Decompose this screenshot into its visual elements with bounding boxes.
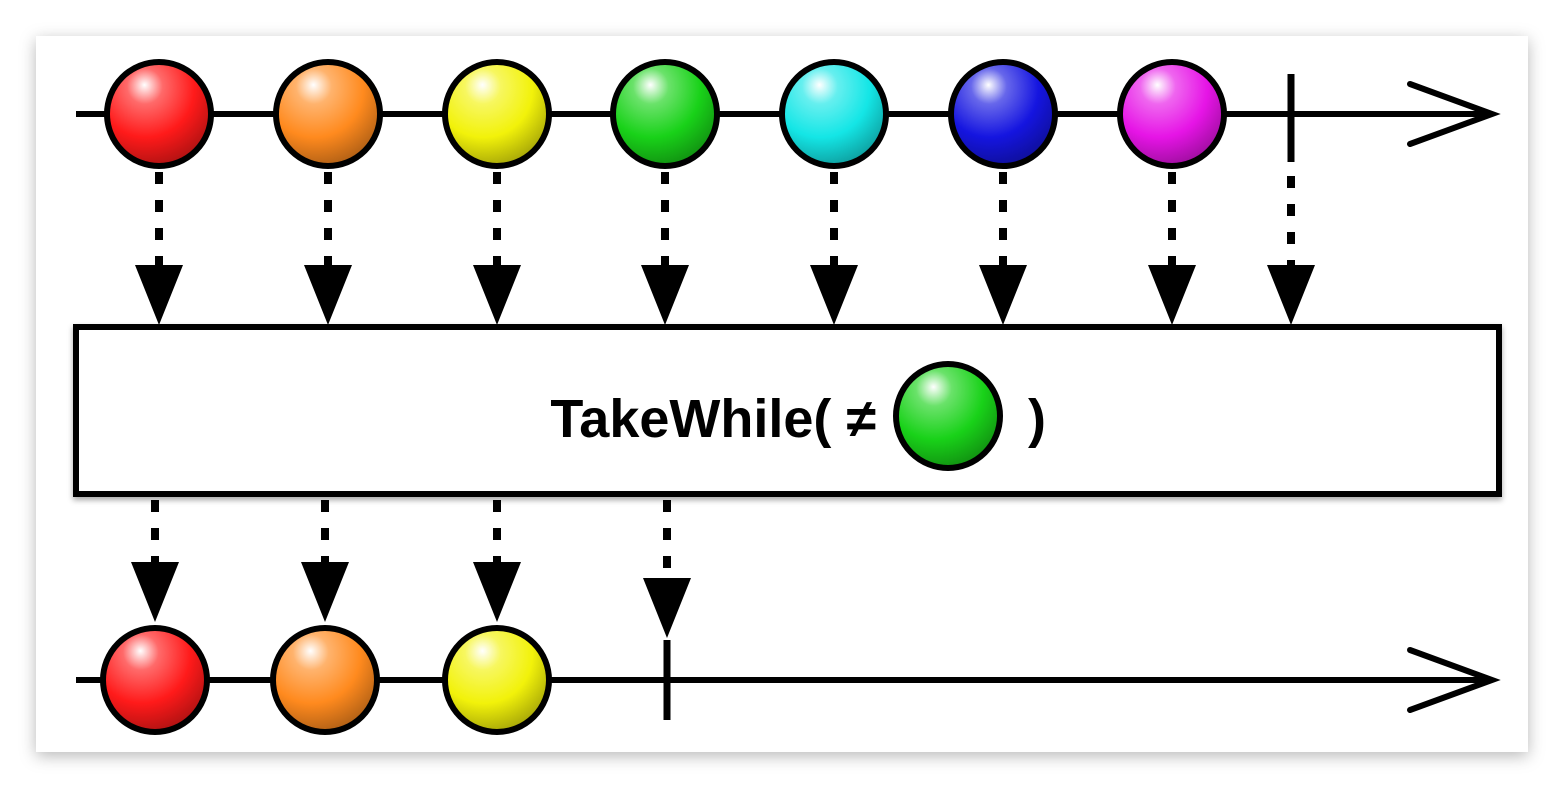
source-marble-yellow-ball bbox=[442, 59, 552, 169]
result-arrow-complete bbox=[643, 500, 691, 638]
result-arrow-orange-head-icon bbox=[301, 562, 349, 622]
source-arrow-magenta-head-icon bbox=[1148, 265, 1196, 325]
source-marble-red-ball bbox=[104, 59, 214, 169]
source-arrow-green-head-icon bbox=[641, 265, 689, 325]
result-arrow-yellow-head-icon bbox=[473, 562, 521, 622]
operator-box bbox=[73, 324, 1502, 497]
result-arrows bbox=[131, 500, 691, 638]
source-timeline bbox=[76, 59, 1501, 169]
source-arrow-red bbox=[135, 172, 183, 325]
source-arrow-orange-head-icon bbox=[304, 265, 352, 325]
result-marble-yellow bbox=[442, 625, 552, 735]
source-arrow-yellow-head-icon bbox=[473, 265, 521, 325]
result-marble-orange bbox=[270, 625, 380, 735]
result-arrow-complete-head-icon bbox=[643, 578, 691, 638]
operator-label: TakeWhile( ≠ ) bbox=[550, 361, 1046, 471]
source-marble-cyan-ball bbox=[779, 59, 889, 169]
source-marble-orange bbox=[273, 59, 383, 169]
result-arrow-orange bbox=[301, 500, 349, 622]
result-marble-red-ball bbox=[100, 625, 210, 735]
source-arrow-yellow bbox=[473, 172, 521, 325]
operator-text-before: TakeWhile( ≠ bbox=[550, 389, 876, 449]
source-marble-red bbox=[104, 59, 214, 169]
source-arrow-cyan bbox=[810, 172, 858, 325]
source-arrow-orange bbox=[304, 172, 352, 325]
result-marble-orange-ball bbox=[270, 625, 380, 735]
result-marble-yellow-ball bbox=[442, 625, 552, 735]
source-marble-blue bbox=[948, 59, 1058, 169]
result-arrow-red bbox=[131, 500, 179, 622]
result-timeline bbox=[76, 625, 1501, 735]
source-arrow-green bbox=[641, 172, 689, 325]
timeline-arrow-icon bbox=[1407, 647, 1501, 713]
timeline-arrow-icon bbox=[1407, 81, 1501, 147]
source-marble-cyan bbox=[779, 59, 889, 169]
source-marble-magenta bbox=[1117, 59, 1227, 169]
predicate-marble-green bbox=[893, 361, 1003, 471]
source-arrow-red-head-icon bbox=[135, 265, 183, 325]
source-marble-blue-ball bbox=[948, 59, 1058, 169]
source-arrow-cyan-head-icon bbox=[810, 265, 858, 325]
result-marble-red bbox=[100, 625, 210, 735]
source-arrow-complete bbox=[1267, 176, 1315, 325]
source-marble-green bbox=[610, 59, 720, 169]
result-arrow-yellow bbox=[473, 500, 521, 622]
predicate-marble-green-ball bbox=[893, 361, 1003, 471]
source-arrows bbox=[135, 172, 1315, 325]
source-marble-green-ball bbox=[610, 59, 720, 169]
result-arrow-red-head-icon bbox=[131, 562, 179, 622]
source-arrow-blue-head-icon bbox=[979, 265, 1027, 325]
source-marble-orange-ball bbox=[273, 59, 383, 169]
source-arrow-complete-head-icon bbox=[1267, 265, 1315, 325]
source-marble-yellow bbox=[442, 59, 552, 169]
source-arrow-blue bbox=[979, 172, 1027, 325]
source-arrow-magenta bbox=[1148, 172, 1196, 325]
operator-text-after: ) bbox=[1028, 389, 1046, 449]
predicate-marble bbox=[893, 361, 1003, 471]
source-marble-magenta-ball bbox=[1117, 59, 1227, 169]
